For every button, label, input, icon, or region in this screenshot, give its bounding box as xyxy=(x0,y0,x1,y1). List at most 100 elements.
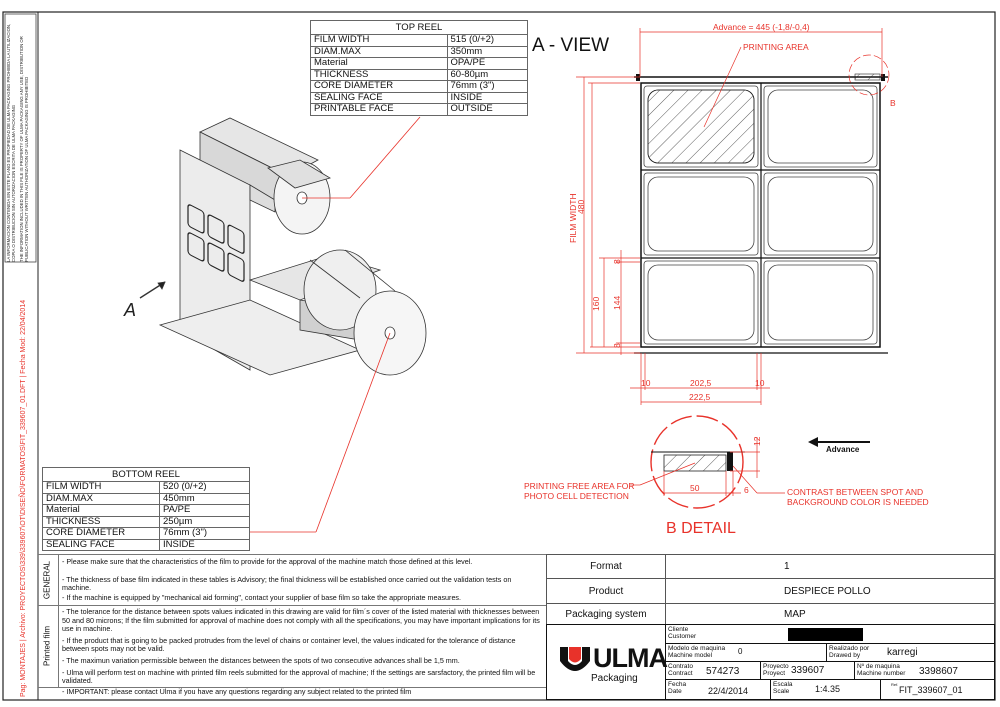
row-value: 250µm xyxy=(159,515,250,528)
machine-number-value: 3398607 xyxy=(919,666,958,677)
printing-area-label: PRINTING AREA xyxy=(743,42,809,52)
contract-label: Contrato Contract xyxy=(668,663,693,677)
ref-label: Ref. xyxy=(891,682,899,687)
packaging-system-value: MAP xyxy=(784,609,806,620)
note: - Ulma will perform test on machine with… xyxy=(62,667,536,686)
date-label: Fecha Date xyxy=(668,681,687,695)
contract-value: 574273 xyxy=(706,666,740,677)
row-value: 515 (0/+2) xyxy=(446,34,528,47)
row-label: DIAM.MAX xyxy=(310,45,448,58)
legal-notice-en: THE INFORMATION INCLUDED IN THIS FILE IS… xyxy=(19,36,29,262)
a-view-title: A - VIEW xyxy=(532,35,609,56)
note: - If the machine is equipped by "mechani… xyxy=(62,592,462,602)
bottom-reel-title: BOTTOM REEL xyxy=(42,467,250,482)
row-label: DIAM.MAX xyxy=(42,492,160,505)
dim-10-left: 10 xyxy=(641,378,651,388)
scale-value: 1:4.35 xyxy=(815,684,841,694)
ulma-shield-icon xyxy=(560,647,590,671)
legal-notice-es: LA INFORMACION CONTENIDA EN ESTE PLANO E… xyxy=(6,23,16,262)
format-value: 1 xyxy=(784,561,790,572)
row-label: SEALING FACE xyxy=(310,91,448,104)
row-label: THICKNESS xyxy=(310,68,448,81)
row-value: 76mm (3") xyxy=(159,527,250,540)
important-note: - IMPORTANT: please contact Ulma if you … xyxy=(62,687,412,696)
date-value: 22/4/2014 xyxy=(708,686,749,696)
dim-144: 144 xyxy=(612,296,622,310)
legal-notice: LA INFORMACION CONTENIDA EN ESTE PLANO E… xyxy=(6,14,29,262)
note: - The thickness of base film indicated i… xyxy=(62,574,512,593)
general-notes: GENERAL - Please make sure that the char… xyxy=(38,555,546,606)
note: - Please make sure that the characterist… xyxy=(62,557,473,566)
isometric-film-sketch xyxy=(139,117,427,376)
row-value: INSIDE xyxy=(159,538,250,551)
row-value: 76mm (3") xyxy=(446,80,528,93)
scale-label: Escala Scale xyxy=(773,681,793,695)
notes-block: GENERAL - Please make sure that the char… xyxy=(38,554,546,701)
row-label: Material xyxy=(42,504,160,517)
printed-film-notes: Printed film - The tolerance for the dis… xyxy=(38,605,546,688)
advance-label: Advance xyxy=(826,445,860,454)
packaging-system-label: Packaging system xyxy=(565,609,647,620)
row-label: PRINTABLE FACE xyxy=(310,103,448,116)
row-label: FILM WIDTH xyxy=(42,481,160,494)
note: - If the product that is going to be pac… xyxy=(62,635,516,654)
drawn-by-value: karregi xyxy=(887,647,918,658)
view-a-arrow-label: A xyxy=(123,300,136,320)
machine-model-label: Modelo de maquina Machine model xyxy=(668,645,726,659)
customer-label: Cliente Customer xyxy=(668,626,697,640)
general-label: GENERAL xyxy=(42,560,52,600)
printing-free-area-label: PRINTING FREE AREA FOR PHOTO CELL DETECT… xyxy=(524,481,635,501)
top-reel-title: TOP REEL xyxy=(310,20,528,35)
row-value: PA/PE xyxy=(159,504,250,517)
dim-12: 12 xyxy=(752,436,762,446)
row-value: OPA/PE xyxy=(446,57,528,70)
logo-text: ULMA xyxy=(593,643,668,673)
a-view-grid xyxy=(634,73,888,354)
customer-redacted xyxy=(788,628,863,641)
dim-202: 202,5 xyxy=(690,378,712,388)
row-label: Material xyxy=(310,57,448,70)
row-value: 350mm xyxy=(446,45,528,58)
row-label: CORE DIAMETER xyxy=(310,80,448,93)
project-label: Proyecto Proyect xyxy=(763,663,789,677)
product-label: Product xyxy=(588,586,624,597)
b-detail-title: B DETAIL xyxy=(666,520,736,537)
row-label: THICKNESS xyxy=(42,515,160,528)
dim-8-top: 8 xyxy=(612,259,622,264)
a-view-dimensions xyxy=(576,28,890,405)
dim-50: 50 xyxy=(690,483,700,493)
b-detail-drawing xyxy=(630,415,870,509)
row-value: 60-80µm xyxy=(446,68,528,81)
row-value: 450mm xyxy=(159,492,250,505)
film-width-value: 480 xyxy=(576,200,586,214)
row-value: OUTSIDE xyxy=(446,103,528,116)
row-label: SEALING FACE xyxy=(42,538,160,551)
row-value: INSIDE xyxy=(446,91,528,104)
dim-8-bottom: 8 xyxy=(612,343,622,348)
detail-b-marker: B xyxy=(890,98,896,108)
dim-10-right: 10 xyxy=(755,378,765,388)
drawn-by-label: Realizado por Drawed by xyxy=(829,645,870,659)
ulma-logo: ULMA Packaging xyxy=(546,624,668,700)
file-path: Pag: MONTAJES | Archivo: PROYECTOS\339\3… xyxy=(20,299,27,697)
advance-dimension: Advance = 445 (-1,8/-0,4) xyxy=(713,22,810,32)
contrast-label: CONTRAST BETWEEN SPOT AND BACKGROUND COL… xyxy=(787,487,929,507)
project-value: 339607 xyxy=(791,665,825,676)
printed-film-label: Printed film xyxy=(42,625,52,667)
logo-subtext: Packaging xyxy=(591,673,638,684)
product-value: DESPIECE POLLO xyxy=(784,586,871,597)
